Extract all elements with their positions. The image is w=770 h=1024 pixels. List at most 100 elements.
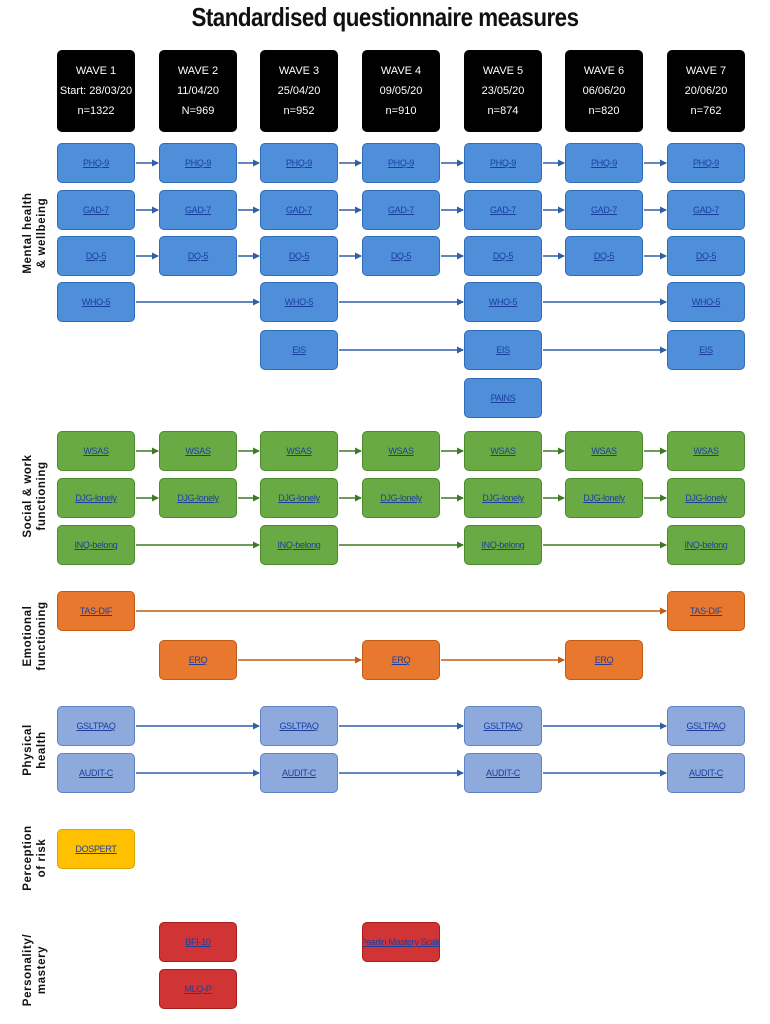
section-line-1: Physical <box>22 724 34 776</box>
measure-dq5-w5[interactable]: DQ-5 <box>464 236 542 276</box>
measure-ero-w2[interactable]: ERQ <box>159 640 237 680</box>
measure-djg-w7[interactable]: DJG-lonely <box>667 478 745 518</box>
measure-phq9-w1[interactable]: PHQ-9 <box>57 143 135 183</box>
wave-date: 11/04/20 <box>176 85 219 97</box>
measure-inq-w1[interactable]: INQ-belong <box>57 525 135 565</box>
measure-bfi-w2[interactable]: BFI-10 <box>159 922 237 962</box>
measure-mlq-w2[interactable]: MLQ-P <box>159 969 237 1009</box>
section-line-2: & wellbeing <box>36 197 48 269</box>
measure-gsltpaq-w5[interactable]: GSLTPAQ <box>464 706 542 746</box>
measure-djg-w6[interactable]: DJG-lonely <box>565 478 643 518</box>
measure-djg-w1[interactable]: DJG-lonely <box>57 478 135 518</box>
measure-gad7-w2[interactable]: GAD-7 <box>159 190 237 230</box>
measure-gad7-w4[interactable]: GAD-7 <box>362 190 440 230</box>
wave-2-header: WAVE 2 11/04/20 N=969 <box>159 50 237 132</box>
measure-gad7-w5[interactable]: GAD-7 <box>464 190 542 230</box>
wave-label: WAVE 3 <box>278 65 320 77</box>
wave-count: n=952 <box>283 105 315 117</box>
measure-eis-w5[interactable]: EIS <box>464 330 542 370</box>
section-line-1: Emotional <box>22 605 34 667</box>
measure-djg-w5[interactable]: DJG-lonely <box>464 478 542 518</box>
measure-inq-w3[interactable]: INQ-belong <box>260 525 338 565</box>
wave-5-header: WAVE 5 23/05/20 n=874 <box>464 50 542 132</box>
measure-pearlin-w4[interactable]: Pearlin Mastery Scale <box>362 922 440 962</box>
measure-who5-w3[interactable]: WHO-5 <box>260 282 338 322</box>
wave-count: n=874 <box>487 105 519 117</box>
measure-gad7-w6[interactable]: GAD-7 <box>565 190 643 230</box>
measure-djg-w3[interactable]: DJG-lonely <box>260 478 338 518</box>
measure-wsas-w3[interactable]: WSAS <box>260 431 338 471</box>
wave-count: N=969 <box>181 105 215 117</box>
wave-label: WAVE 6 <box>583 65 625 77</box>
measure-wsas-w7[interactable]: WSAS <box>667 431 745 471</box>
wave-4-header: WAVE 4 09/05/20 n=910 <box>362 50 440 132</box>
measure-audit-w5[interactable]: AUDIT-C <box>464 753 542 793</box>
wave-label: WAVE 5 <box>482 65 524 77</box>
measure-inq-w7[interactable]: INQ-belong <box>667 525 745 565</box>
measure-gsltpaq-w1[interactable]: GSLTPAQ <box>57 706 135 746</box>
wave-date: Start: 28/03/20 <box>59 85 133 97</box>
measure-ero-w4[interactable]: ERQ <box>362 640 440 680</box>
measure-dq5-w6[interactable]: DQ-5 <box>565 236 643 276</box>
wave-count: n=1322 <box>77 105 115 117</box>
wave-date: 23/05/20 <box>481 85 525 97</box>
measure-dq5-w4[interactable]: DQ-5 <box>362 236 440 276</box>
wave-date: 25/04/20 <box>277 85 321 97</box>
measure-wsas-w2[interactable]: WSAS <box>159 431 237 471</box>
measure-audit-w1[interactable]: AUDIT-C <box>57 753 135 793</box>
measure-eis-w3[interactable]: EIS <box>260 330 338 370</box>
wave-label: WAVE 7 <box>685 65 727 77</box>
section-line-2: mastery <box>36 945 48 995</box>
measure-who5-w1[interactable]: WHO-5 <box>57 282 135 322</box>
section-line-2: functioning <box>36 601 48 671</box>
wave-label: WAVE 4 <box>380 65 422 77</box>
wave-date: 20/06/20 <box>684 85 728 97</box>
measure-phq9-w5[interactable]: PHQ-9 <box>464 143 542 183</box>
measure-gad7-w3[interactable]: GAD-7 <box>260 190 338 230</box>
measure-eis-w7[interactable]: EIS <box>667 330 745 370</box>
measure-wsas-w1[interactable]: WSAS <box>57 431 135 471</box>
measure-phq9-w7[interactable]: PHQ-9 <box>667 143 745 183</box>
measure-dq5-w7[interactable]: DQ-5 <box>667 236 745 276</box>
measure-dq5-w1[interactable]: DQ-5 <box>57 236 135 276</box>
measure-wsas-w6[interactable]: WSAS <box>565 431 643 471</box>
measure-phq9-w4[interactable]: PHQ-9 <box>362 143 440 183</box>
measure-tas-w7[interactable]: TAS-DIF <box>667 591 745 631</box>
measure-who5-w5[interactable]: WHO-5 <box>464 282 542 322</box>
measure-tas-w1[interactable]: TAS-DIF <box>57 591 135 631</box>
wave-label: WAVE 1 <box>75 65 117 77</box>
measure-audit-w7[interactable]: AUDIT-C <box>667 753 745 793</box>
measure-dospert-w1[interactable]: DOSPERT <box>57 829 135 869</box>
wave-date: 09/05/20 <box>379 85 423 97</box>
measure-who5-w7[interactable]: WHO-5 <box>667 282 745 322</box>
wave-label: WAVE 2 <box>177 65 219 77</box>
measure-phq9-w6[interactable]: PHQ-9 <box>565 143 643 183</box>
section-line-1: Mental health <box>22 192 34 274</box>
wave-7-header: WAVE 7 20/06/20 n=762 <box>667 50 745 132</box>
measure-gad7-w7[interactable]: GAD-7 <box>667 190 745 230</box>
measure-dq5-w2[interactable]: DQ-5 <box>159 236 237 276</box>
wave-1-header: WAVE 1 Start: 28/03/20 n=1322 <box>57 50 135 132</box>
wave-count: n=762 <box>690 105 722 117</box>
wave-count: n=910 <box>385 105 417 117</box>
measure-phq9-w2[interactable]: PHQ-9 <box>159 143 237 183</box>
section-line-1: Personality/ <box>22 933 34 1007</box>
page-title: Standardised questionnaire measures <box>191 2 579 32</box>
measure-dq5-w3[interactable]: DQ-5 <box>260 236 338 276</box>
measure-djg-w4[interactable]: DJG-lonely <box>362 478 440 518</box>
measure-gsltpaq-w7[interactable]: GSLTPAQ <box>667 706 745 746</box>
measure-phq9-w3[interactable]: PHQ-9 <box>260 143 338 183</box>
measure-wsas-w5[interactable]: WSAS <box>464 431 542 471</box>
measure-inq-w5[interactable]: INQ-belong <box>464 525 542 565</box>
wave-6-header: WAVE 6 06/06/20 n=820 <box>565 50 643 132</box>
measure-gad7-w1[interactable]: GAD-7 <box>57 190 135 230</box>
measure-ero-w6[interactable]: ERQ <box>565 640 643 680</box>
measure-gsltpaq-w3[interactable]: GSLTPAQ <box>260 706 338 746</box>
measure-pains-w5[interactable]: PAINS <box>464 378 542 418</box>
section-line-1: Social & work <box>22 454 34 538</box>
measure-wsas-w4[interactable]: WSAS <box>362 431 440 471</box>
wave-3-header: WAVE 3 25/04/20 n=952 <box>260 50 338 132</box>
measure-audit-w3[interactable]: AUDIT-C <box>260 753 338 793</box>
measure-djg-w2[interactable]: DJG-lonely <box>159 478 237 518</box>
